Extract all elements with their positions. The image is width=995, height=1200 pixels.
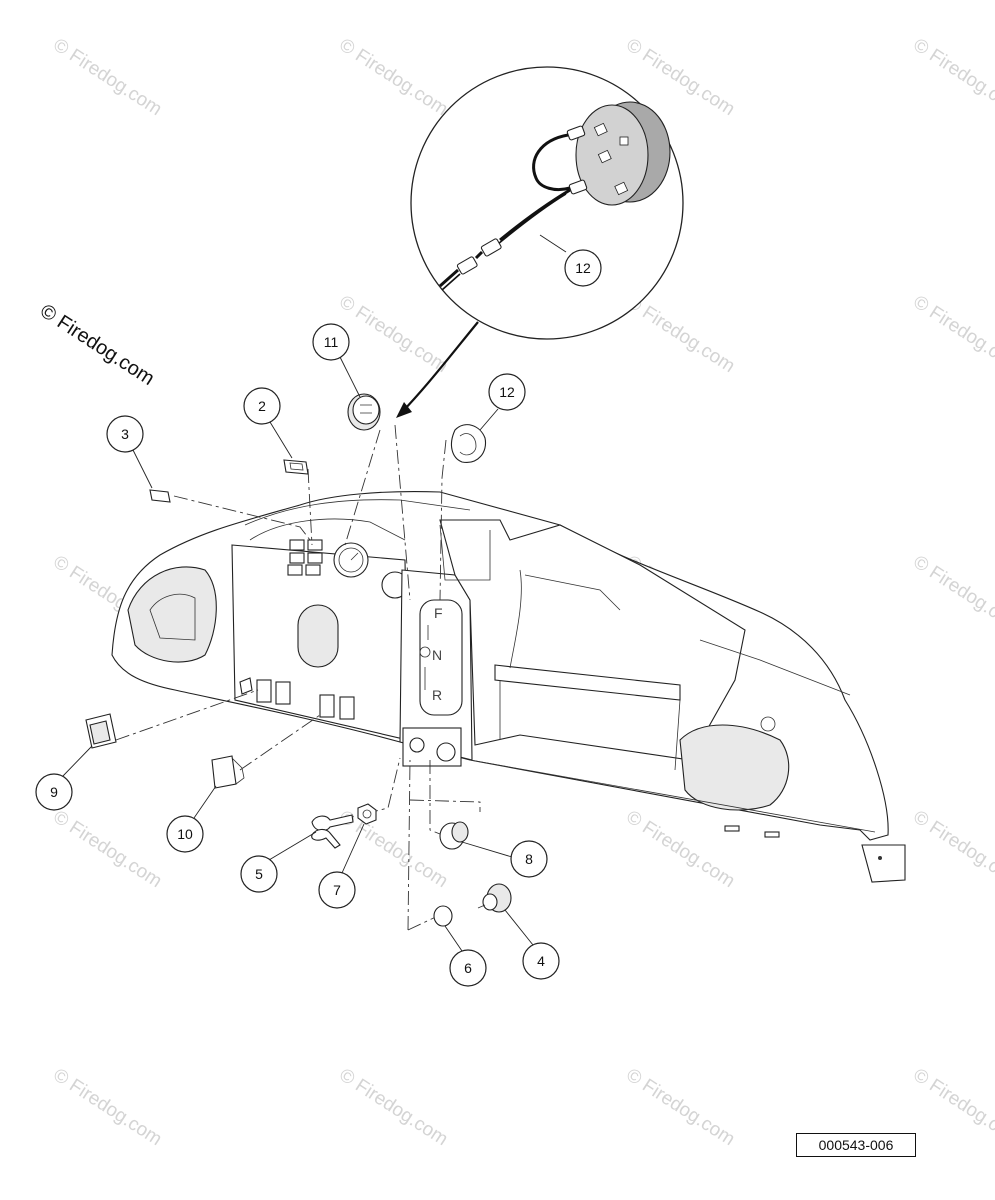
watermark: © Firedog.com (909, 807, 995, 893)
watermark: © Firedog.com (909, 292, 995, 378)
callout-label: 12 (499, 384, 515, 400)
callout-5: 5 (240, 831, 317, 893)
part-12-clamp (450, 424, 487, 463)
part-7-nut (357, 803, 377, 825)
callout-2: 2 (243, 387, 293, 459)
callout-label: 5 (255, 866, 263, 882)
callout-label: 12 (575, 260, 591, 276)
callout-label: 4 (537, 953, 545, 969)
wire-harness (439, 125, 588, 291)
watermark: © Firedog.com (49, 35, 165, 121)
part-5-keys (311, 814, 354, 849)
watermark: © Firedog.com (49, 807, 165, 893)
callout-12: 12 (479, 373, 526, 431)
callout-label: 11 (324, 334, 339, 350)
watermark: © Firedog.com (909, 552, 995, 638)
part-4-knob (477, 883, 512, 913)
detail-inset (410, 66, 684, 340)
gauge-rear-view (575, 101, 671, 206)
part-6-washer (433, 905, 453, 927)
callout-9: 9 (35, 745, 93, 811)
callout-label: 10 (177, 826, 193, 842)
watermark: © Firedog.com (335, 35, 451, 121)
callout-label: 6 (464, 960, 472, 976)
part-2-rocker-switch (283, 459, 309, 475)
switch-cluster (287, 539, 323, 576)
assembly-lines (115, 424, 481, 931)
callout-label: 3 (121, 426, 129, 442)
callout-label: 2 (258, 398, 266, 414)
watermark: © Firedog.com (49, 1065, 165, 1151)
document-number-box: 000543-006 (796, 1133, 916, 1157)
watermark: © Firedog.com (622, 1065, 738, 1151)
shifter-reverse-label: R (432, 687, 442, 703)
watermark: © Firedog.com (335, 292, 451, 378)
part-9-switch (85, 713, 117, 749)
part-3-lamp (149, 489, 171, 503)
callout-6: 6 (444, 925, 487, 987)
callout-3: 3 (106, 415, 153, 489)
shifter-forward-label: F (434, 605, 443, 621)
watermark: © Firedog.com (909, 35, 995, 121)
watermark: © Firedog.com (622, 292, 738, 378)
watermark: © Firedog.com (909, 1065, 995, 1151)
callout-10: 10 (166, 785, 217, 853)
watermark: © Firedog.com (622, 807, 738, 893)
callout-label: 7 (333, 882, 341, 898)
callout-label: 9 (50, 784, 58, 800)
shifter-neutral-label: N (432, 647, 442, 663)
watermark: © Firedog.com (335, 1065, 451, 1151)
callout-4: 4 (504, 909, 560, 980)
callout-label: 8 (525, 851, 533, 867)
callout-11: 11 (312, 323, 361, 398)
callout-12-inset: 12 (564, 249, 602, 287)
part-11-gauge (347, 393, 381, 431)
part-8-plug (439, 821, 469, 850)
part-10-blank-plate (211, 755, 245, 789)
dash-panel-assembly: F N R (111, 491, 906, 883)
inset-pointer-arrow (396, 321, 479, 418)
callout-8: 8 (461, 840, 548, 878)
callout-7: 7 (318, 823, 365, 909)
